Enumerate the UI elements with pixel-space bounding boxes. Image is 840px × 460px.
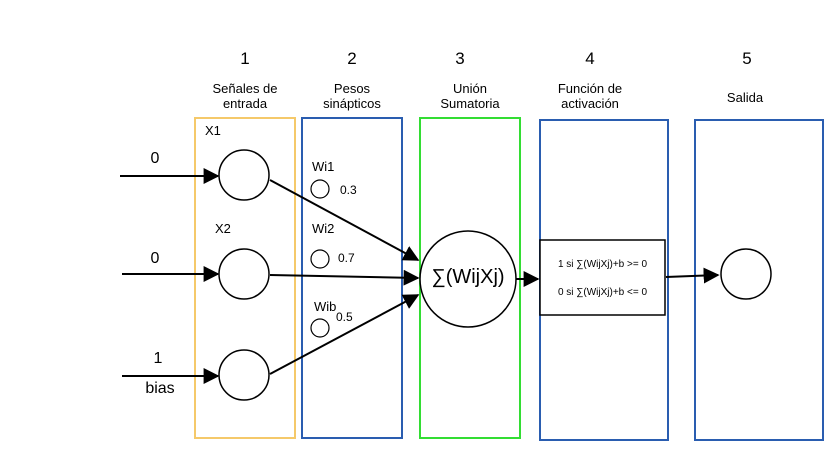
- x1-label: X1: [205, 123, 221, 138]
- column-5-title: Salida: [695, 90, 795, 106]
- activation-rule-1: 1 si ∑(WijXj)+b >= 0: [557, 259, 648, 270]
- column-3-title-line2: Sumatoria: [440, 95, 500, 111]
- connection-bias-sum: [269, 294, 420, 375]
- column-2-title: Pesos sinápticos: [302, 81, 402, 112]
- x1-input-value: 0: [150, 150, 160, 167]
- weight-label-wi1: Wi1: [312, 159, 335, 174]
- column-1-title: Señales de entrada: [195, 81, 295, 112]
- weight-circle-wi2: [310, 249, 330, 269]
- bias-label: bias: [145, 380, 175, 397]
- input-neuron-x1: [218, 149, 270, 201]
- weight-value-wi2: 0.7: [338, 251, 355, 265]
- weight-circle-wib: [310, 318, 330, 338]
- column-3-title: Unión Sumatoria: [420, 81, 520, 112]
- summation-label: ∑(WijXj): [431, 266, 505, 288]
- column-2-title-line2: sinápticos: [323, 95, 381, 111]
- x2-label: X2: [215, 221, 231, 236]
- column-1-box: [194, 117, 296, 439]
- column-2-title-line1: Pesos: [333, 81, 371, 96]
- weight-value-wi1: 0.3: [340, 183, 357, 197]
- input-neuron-bias: [218, 349, 270, 401]
- column-4-number: 4: [585, 49, 595, 68]
- connection-x2-sum: [269, 269, 420, 286]
- column-5-number: 5: [742, 49, 752, 68]
- column-5-title-line1: Salida: [726, 90, 764, 105]
- column-4-title-line1: Función de: [557, 81, 623, 96]
- weight-label-wib: Wib: [314, 299, 337, 314]
- input-neuron-x2: [218, 248, 270, 300]
- column-3-number: 3: [455, 49, 465, 68]
- connection-activation-output: [665, 267, 720, 284]
- weight-value-wib: 0.5: [336, 310, 353, 324]
- column-3-title-line1: Unión: [453, 81, 487, 96]
- bias-input-value: 1: [153, 350, 163, 367]
- weight-label-wi2: Wi2: [312, 221, 335, 236]
- column-1-title-line2: entrada: [222, 95, 268, 111]
- column-5-box: [694, 119, 824, 441]
- column-1-title-line1: Señales de: [212, 81, 278, 96]
- activation-rule-2: 0 si ∑(WijXj)+b <= 0: [557, 287, 648, 298]
- column-4-title-line2: activación: [561, 95, 619, 111]
- activation-box: [539, 239, 666, 316]
- column-4-title: Función de activación: [535, 81, 645, 112]
- connection-x1-sum: [269, 179, 420, 261]
- column-2-number: 2: [347, 49, 357, 68]
- weight-circle-wi1: [310, 179, 330, 199]
- column-1-number: 1: [240, 49, 250, 68]
- output-neuron: [720, 248, 772, 300]
- x2-input-value: 0: [150, 250, 160, 267]
